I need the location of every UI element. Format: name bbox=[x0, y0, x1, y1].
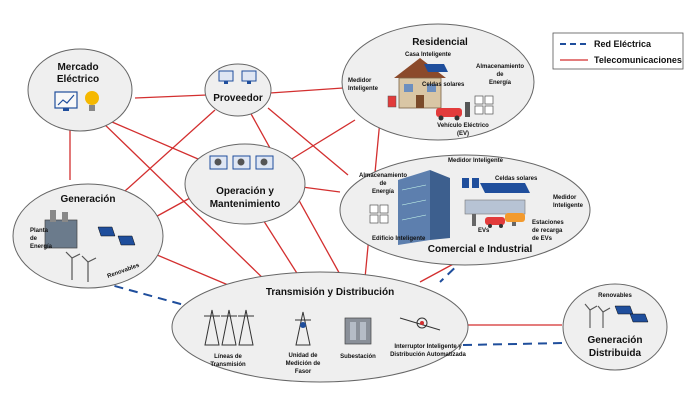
transmision-subestacion-label: Subestación bbox=[340, 354, 376, 360]
residencial-title: Residencial bbox=[412, 37, 468, 48]
comercial-medidor-label: Medidor Inteligente bbox=[448, 158, 504, 164]
telecom-link-generacion-transmision bbox=[149, 251, 241, 291]
residencial-almac-line1: Almacenamiento bbox=[476, 64, 524, 70]
node-generacion: Generación Planta de Energía Renovables bbox=[12, 183, 164, 289]
battery-storage-icon bbox=[369, 204, 389, 224]
node-proveedor: Proveedor bbox=[204, 63, 272, 117]
computer-icon bbox=[218, 70, 257, 84]
transmision-lineas-line1: Líneas de bbox=[214, 354, 242, 360]
transmision-lineas-line2: Transmisión bbox=[210, 362, 246, 368]
wind-turbine-icon bbox=[65, 251, 97, 282]
operacion-title-line1: Operación y bbox=[216, 186, 274, 197]
residencial-medidor-line1: Medidor bbox=[348, 78, 372, 84]
comercial-celdas-label: Celdas solares bbox=[495, 176, 538, 182]
transmision-title: Transmisión y Distribución bbox=[266, 287, 394, 298]
electric-vehicles-icon bbox=[485, 213, 525, 228]
residencial-casa-label: Casa Inteligente bbox=[405, 52, 452, 58]
comercial-edificio-label: Edificio Inteligente bbox=[372, 236, 426, 242]
comercial-almac-line3: Energía bbox=[372, 189, 395, 195]
proveedor-title: Proveedor bbox=[213, 93, 263, 104]
distribuida-title-line1: Generación bbox=[587, 335, 642, 346]
smart-building-icon bbox=[398, 170, 450, 245]
smart-meter-icon bbox=[462, 178, 479, 188]
legend-electric-label: Red Eléctrica bbox=[594, 39, 652, 49]
solar-panel-icon bbox=[614, 305, 649, 323]
node-residencial: Residencial Casa Inteligente Med bbox=[341, 23, 535, 141]
transmission-tower-icon bbox=[204, 309, 254, 346]
node-transmision: Transmisión y Distribución Líneas de Tra… bbox=[171, 271, 469, 383]
electric-vehicle-icon bbox=[436, 102, 470, 121]
telecom-link-operacion-transmision bbox=[259, 214, 301, 279]
residencial-celdas-label: Celdas solares bbox=[422, 82, 465, 88]
comercial-estaciones-line3: de EVs bbox=[532, 236, 553, 242]
generacion-planta-line2: de bbox=[30, 236, 38, 242]
telecom-link-mercado-proveedor bbox=[134, 94, 208, 99]
transmision-unidad-line3: Fasor bbox=[295, 369, 312, 375]
operators-icon bbox=[209, 155, 274, 170]
comercial-title: Comercial e Industrial bbox=[428, 244, 533, 255]
mercado-title-line2: Eléctrico bbox=[57, 74, 99, 85]
telecom-link-proveedor-comercial bbox=[267, 107, 349, 176]
residencial-vehiculo-line2: (EV) bbox=[457, 131, 469, 137]
comercial-almac-line1: Almacenamiento bbox=[359, 173, 407, 179]
generacion-planta-line3: Energía bbox=[30, 244, 53, 250]
solar-panel-icon bbox=[97, 226, 136, 246]
substation-icon bbox=[344, 317, 372, 345]
solar-panel-icon bbox=[424, 64, 448, 72]
electric-link-generacion-transmision bbox=[99, 281, 189, 307]
node-mercado: Mercado Eléctrico bbox=[27, 48, 133, 132]
operacion-title-line2: Mantenimiento bbox=[210, 199, 281, 210]
lightbulb-icon bbox=[85, 91, 99, 111]
battery-storage-icon bbox=[474, 95, 494, 115]
comercial-almac-line2: de bbox=[379, 181, 387, 187]
electric-link-transmision-distribuida bbox=[462, 342, 566, 346]
residencial-almac-line2: de bbox=[496, 72, 504, 78]
comercial-medidor2-line2: Inteligente bbox=[553, 203, 584, 209]
node-operacion: Operación y Mantenimiento bbox=[184, 143, 306, 225]
residencial-vehiculo-line1: Vehículo Eléctrico bbox=[437, 123, 489, 129]
telecom-link-operacion-comercial bbox=[301, 186, 341, 193]
phasor-measurement-icon bbox=[295, 311, 311, 346]
distribuida-title-line2: Distribuida bbox=[589, 348, 642, 359]
generacion-title: Generación bbox=[60, 194, 115, 205]
telecom-link-proveedor-generacion bbox=[114, 109, 216, 201]
wind-turbine-icon bbox=[584, 303, 611, 328]
distribuida-renovables-label: Renovables bbox=[598, 293, 632, 299]
node-comercial: Almacenamiento de Energía Medidor Inteli… bbox=[339, 154, 591, 266]
transmision-interruptor-line1: Interruptor Inteligente y bbox=[394, 344, 462, 350]
transmision-unidad-line1: Unidad de bbox=[288, 353, 318, 359]
residencial-medidor-line2: Inteligente bbox=[348, 86, 379, 92]
mercado-title-line1: Mercado bbox=[57, 62, 98, 73]
solar-panel-icon bbox=[480, 183, 530, 193]
smart-meter-icon bbox=[387, 95, 397, 108]
power-plant-icon bbox=[44, 210, 78, 249]
chart-monitor-icon bbox=[54, 91, 78, 111]
telecom-link-mercado-operacion bbox=[111, 121, 213, 166]
comercial-estaciones-line1: Estaciones bbox=[532, 220, 564, 226]
transmision-interruptor-line2: Distribución Automatizada bbox=[390, 352, 466, 358]
generacion-planta-line1: Planta bbox=[30, 228, 49, 234]
comercial-evs-label: EVs bbox=[478, 228, 490, 234]
node-distribuida: Renovables Generación Distribuida bbox=[562, 283, 668, 371]
telecom-link-proveedor-residencial bbox=[269, 87, 344, 94]
telecom-link-mercado-transmision bbox=[99, 119, 271, 286]
smart-house-icon bbox=[394, 58, 446, 109]
comercial-estaciones-line2: de recarga bbox=[532, 228, 563, 234]
comercial-medidor2-line1: Medidor bbox=[553, 195, 577, 201]
legend-telecom-label: Telecomunicaciones bbox=[594, 55, 682, 65]
residencial-almac-line3: Energía bbox=[489, 80, 512, 86]
transmision-unidad-line2: Medición de bbox=[286, 361, 321, 367]
smart-switch-icon bbox=[399, 317, 441, 331]
legend: Red Eléctrica Telecomunicaciones bbox=[552, 32, 684, 70]
telecom-link-operacion-residencial bbox=[289, 119, 356, 161]
